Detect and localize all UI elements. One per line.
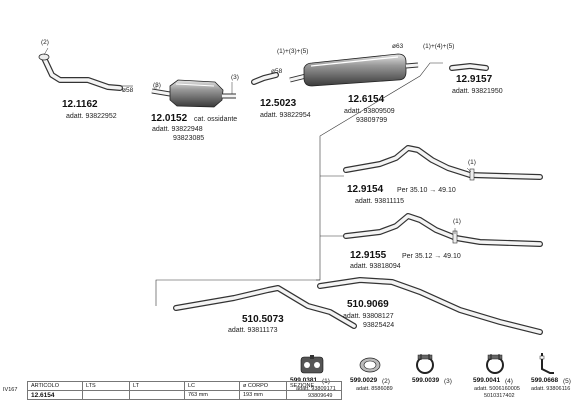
accessory-note: adatt. 93806116 <box>531 386 571 392</box>
part-12-9154-code: 12.9154 <box>347 184 384 195</box>
part-12-0152-note-2: 93823085 <box>173 135 205 142</box>
part-12-9155-desc: Per 35.12 → 49.10 <box>402 253 461 260</box>
rubber-hanger-icon <box>300 355 324 374</box>
accessory-ref: (2) <box>382 378 390 385</box>
part-12-5023-code: 12.5023 <box>260 98 297 109</box>
assembly-group-lines <box>155 62 443 306</box>
gasket-ring-icon <box>359 357 381 373</box>
callout-leaders <box>43 47 472 234</box>
part-12-0152-code: 12.0152 <box>151 113 188 124</box>
callout-1-3-5: (1)+(3)+(5) <box>277 48 309 55</box>
part-12-5023-drawing <box>251 72 279 85</box>
table-row: 12.6154 763 mm 193 mm <box>27 390 342 400</box>
cell-lt <box>129 390 185 400</box>
accessory-ref: (5) <box>563 378 571 385</box>
part-510-5073-note: adatt. 93811173 <box>228 327 278 334</box>
part-12-9154-drawing <box>343 145 543 181</box>
accessory-note: adatt. 8586089 <box>356 386 393 392</box>
part-12-1162-drawing <box>38 53 133 91</box>
cell-lts <box>82 390 130 400</box>
part-12-9155-note: adatt. 93818094 <box>350 263 401 270</box>
header-lc: LC <box>184 381 240 391</box>
header-articolo: ARTICOLO <box>27 381 83 391</box>
part-12-1162-code: 12.1162 <box>62 99 98 110</box>
part-12-0152-note: adatt. 93822948 <box>152 126 203 133</box>
part-12-9155-drawing <box>343 213 543 247</box>
header-corpo: ø CORPO <box>239 381 287 391</box>
cell-articolo: 12.6154 <box>27 390 83 400</box>
part-12-9155-code: 12.9155 <box>350 250 387 261</box>
header-lt: LT <box>129 381 185 391</box>
part-510-9069-note-2: 93825424 <box>363 322 395 329</box>
part-12-6154-note-2: 93809799 <box>356 117 388 124</box>
accessory-ref: (3) <box>444 378 452 385</box>
accessory-code: 599.0039 <box>412 377 440 384</box>
part-510-9069-note: adatt. 93808127 <box>343 313 394 320</box>
part-12-1162-note: adatt. 93822952 <box>66 113 117 120</box>
part-510-9069-drawing <box>317 277 543 335</box>
accessory-note-2: 5010317402 <box>484 393 515 399</box>
part-510-5073-drawing <box>173 285 357 329</box>
part-12-9154-desc: Per 35.10 → 49.10 <box>397 187 456 194</box>
cell-corpo: 193 mm <box>239 390 287 400</box>
callout-3-right: (3) <box>231 74 239 81</box>
part-12-5023-note: adatt. 93822954 <box>260 112 311 119</box>
part-12-9157-drawing <box>449 62 489 71</box>
part-12-6154-drawing <box>289 53 419 87</box>
accessory-code: 599.0668 <box>531 377 559 384</box>
callout-1-4-5: (1)+(4)+(5) <box>423 43 455 50</box>
diameter-58-label: ø58 <box>271 68 283 75</box>
accessory-code: 599.0381 <box>290 377 318 384</box>
accessory-note: adatt. 5006160005 <box>474 386 520 392</box>
accessory-ref: (4) <box>505 378 513 385</box>
part-12-0152-desc: cat. ossidante <box>194 116 238 123</box>
diameter-63-label: ø63 <box>392 43 404 50</box>
diameter-58-label: ø58 <box>122 87 134 94</box>
callout-3-left: (3) <box>153 82 161 89</box>
diagram-side-label: IV167 <box>3 387 18 393</box>
header-sezione: SEZIONE <box>286 381 342 391</box>
cell-sezione <box>286 390 342 400</box>
part-12-6154-code: 12.6154 <box>348 94 385 105</box>
clamp-icon <box>416 354 434 374</box>
accessory-code: 599.0029 <box>350 377 378 384</box>
part-12-6154-note: adatt. 93809509 <box>344 108 395 115</box>
spec-table: ARTICOLO LTS LT LC ø CORPO SEZIONE 12.61… <box>27 381 342 400</box>
part-510-9069-code: 510.9069 <box>347 299 389 310</box>
header-lts: LTS <box>82 381 130 391</box>
part-510-5073-code: 510.5073 <box>242 314 284 325</box>
clamp-icon <box>486 354 504 374</box>
accessory-code: 599.0041 <box>473 377 501 384</box>
part-12-9157-code: 12.9157 <box>456 74 493 85</box>
part-12-0152-drawing <box>151 79 236 108</box>
part-12-9154-note: adatt. 93811115 <box>355 198 405 205</box>
spec-table-header-row: ARTICOLO LTS LT LC ø CORPO SEZIONE <box>27 381 342 391</box>
bracket-icon <box>539 353 554 374</box>
cell-lc: 763 mm <box>184 390 240 400</box>
callout-2: (2) <box>41 39 49 46</box>
part-12-9157-note: adatt. 93821950 <box>452 88 503 95</box>
callout-1: (1) <box>468 159 476 166</box>
callout-1: (1) <box>453 218 461 225</box>
